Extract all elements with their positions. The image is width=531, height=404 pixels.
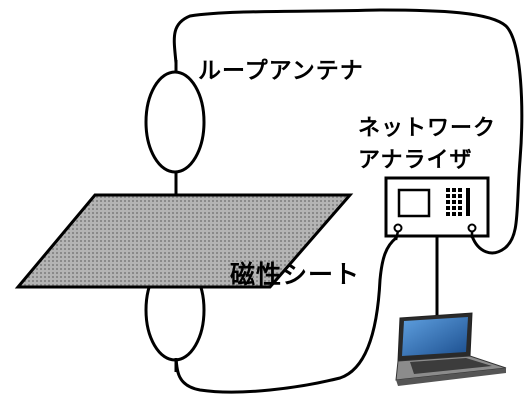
magnetic-sheet-icon (14, 193, 354, 289)
network-analyzer-label-line2: アナライザ (358, 148, 473, 173)
loop-antenna-upper-icon (144, 60, 206, 200)
loop-antenna-label: ループアンテナ (198, 58, 364, 84)
analyzer-port-right (467, 223, 477, 233)
cable-top (172, 8, 524, 255)
laptop-icon (395, 312, 507, 386)
analyzer-keypad (446, 188, 470, 216)
analyzer-screen (397, 188, 431, 218)
analyzer-port-left (393, 223, 403, 233)
magnetic-sheet-label: 磁性シート (230, 260, 361, 289)
network-analyzer-label-line1: ネットワーク (358, 116, 497, 141)
cable-bottom (174, 236, 397, 394)
network-analyzer-icon (384, 176, 490, 241)
